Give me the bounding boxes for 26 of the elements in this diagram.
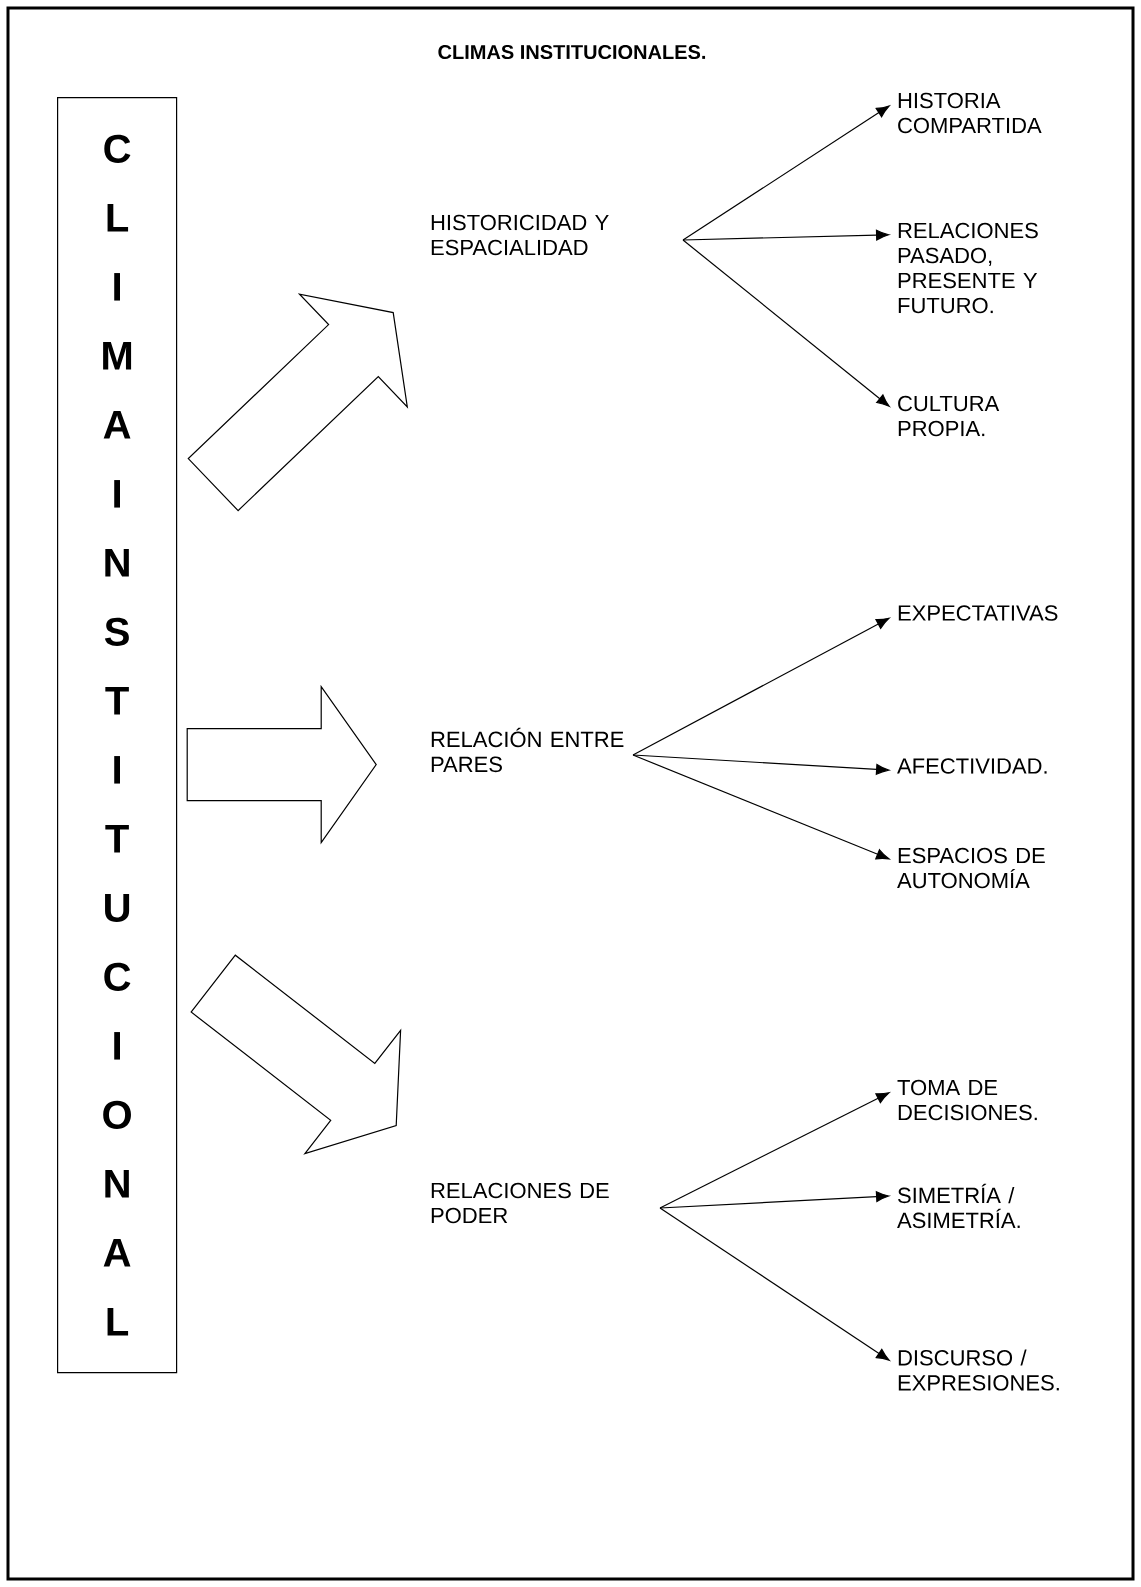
arrow [659, 1207, 890, 1361]
text-label: HISTORICIDAD Y ESPACIALIDAD [431, 214, 609, 256]
text-label: AFECTIVIDAD. [897, 758, 1047, 774]
title: CLIMAS INSTITUCIONALES. [438, 44, 706, 60]
text-label: DISCURSO / EXPRESIONES. [898, 1349, 1059, 1391]
block-arrow [187, 293, 409, 512]
vertical-title-box: CLIMA INSTITUCIONAL [57, 97, 178, 1374]
text-label: RELACIONES PASADO, PRESENTE Y FUTURO. [898, 222, 1038, 314]
arrow [682, 229, 890, 241]
text-label: EXPECTATIVAS [898, 605, 1058, 621]
arrow [659, 1092, 890, 1209]
arrow [682, 239, 890, 407]
text-label: HISTORIA COMPARTIDA [898, 92, 1042, 134]
arrow [682, 105, 890, 241]
arrow [632, 617, 890, 756]
block-arrow [190, 954, 402, 1155]
text-label: ESPACIOS DE AUTONOMÍA [897, 847, 1045, 889]
arrow [632, 754, 890, 775]
text-label: RELACIONES DE PODER [431, 1182, 609, 1224]
text-label: CULTURA PROPIA. [898, 395, 1000, 437]
text-label: RELACIÓN ENTRE PARES [431, 727, 624, 773]
text-label: TOMA DE DECISIONES. [897, 1079, 1037, 1121]
arrow [659, 1191, 890, 1209]
block-arrow [186, 684, 377, 845]
arrow [632, 754, 890, 860]
text-label: SIMETRÍA / ASIMETRÍA. [897, 1183, 1020, 1229]
